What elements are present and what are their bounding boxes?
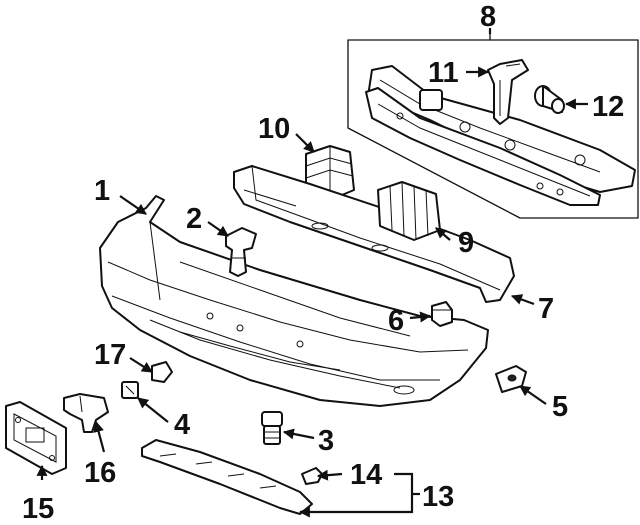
part-5-grommet — [495, 365, 527, 393]
part-13-lower-molding — [141, 439, 313, 515]
callout-6: 6 — [388, 305, 404, 337]
part-17-cap — [151, 361, 173, 383]
part-2-push-clip — [225, 227, 257, 277]
callout-labels: 8 11 12 10 9 1 2 7 6 5 17 4 3 16 14 13 1… — [22, 1, 624, 525]
callout-16: 16 — [84, 457, 116, 489]
callout-2: 2 — [186, 203, 202, 235]
part-16-bracket — [63, 393, 109, 433]
callout-9: 9 — [458, 227, 474, 259]
callout-15: 15 — [22, 493, 54, 525]
callout-7: 7 — [538, 293, 554, 325]
part-6-nut — [431, 301, 453, 327]
callout-4: 4 — [174, 409, 190, 441]
part-8-reinforcement — [365, 65, 636, 206]
part-12-clip — [534, 85, 565, 114]
callout-17: 17 — [94, 339, 126, 371]
callout-10: 10 — [258, 113, 290, 145]
leader-lines — [36, 28, 588, 518]
callout-14: 14 — [350, 459, 382, 491]
part-4-retainer — [121, 381, 139, 399]
callout-12: 12 — [592, 91, 624, 123]
callout-13: 13 — [422, 481, 454, 513]
part-11-bracket — [487, 59, 529, 125]
part-7-bumper-beam — [233, 165, 515, 303]
callout-3: 3 — [318, 425, 334, 457]
part-15-license-bracket — [5, 401, 67, 475]
callout-8: 8 — [480, 1, 496, 33]
part-3-bolt — [261, 411, 283, 445]
callout-11: 11 — [428, 57, 459, 89]
callout-5: 5 — [552, 391, 568, 423]
part-1-bumper-cover — [99, 195, 489, 407]
callout-1: 1 — [94, 175, 110, 207]
